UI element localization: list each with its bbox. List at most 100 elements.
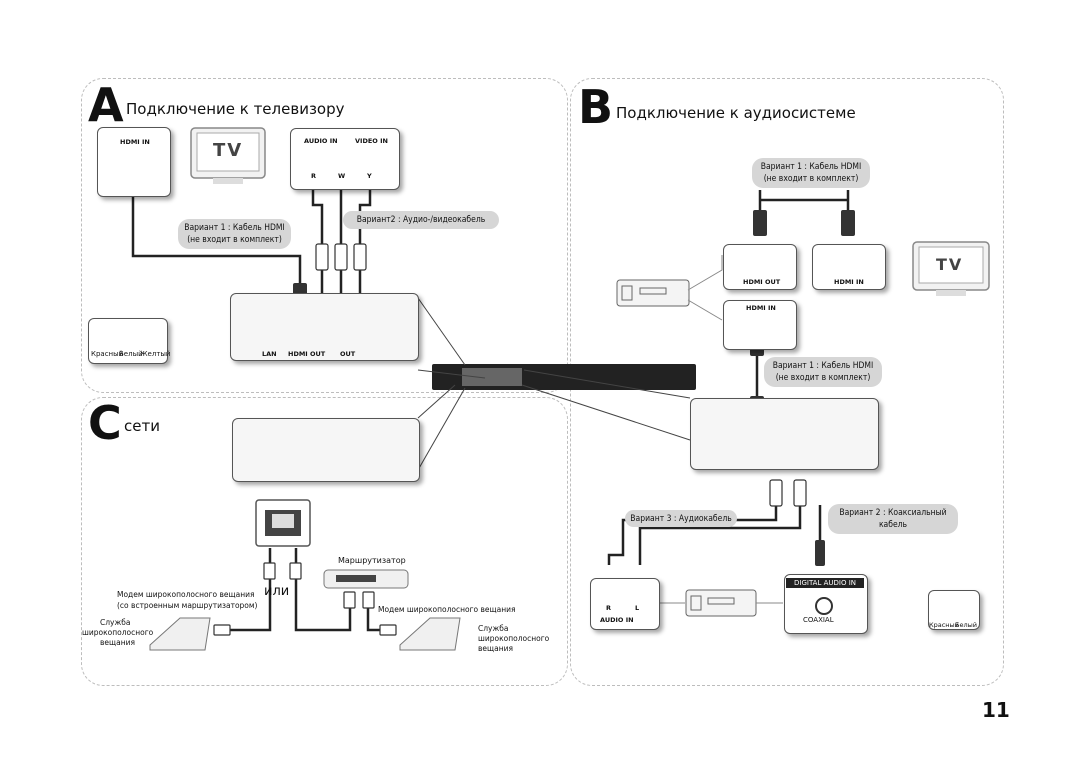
section-a-panel: [81, 78, 568, 393]
c-modem1-line2: (со встроенным маршрутизатором): [117, 601, 258, 610]
section-c-panel: [81, 397, 568, 686]
b-hdmi-plug-1: [753, 210, 767, 236]
b-callout-hdmi-in: [687, 299, 723, 321]
b-hdmi-cable-top: [758, 190, 850, 212]
b-digital-audio-in-label: DIGITAL AUDIO IN: [786, 578, 864, 588]
b-audio-in-label: AUDIO IN: [600, 616, 634, 624]
bd-player-ports: [462, 368, 522, 386]
b-variant1b-line1: Вариант 1 : Кабель HDMI: [772, 361, 874, 371]
a-hdmi-cable: [131, 185, 302, 285]
b-variant1b-line2: (не входит в комплект): [775, 373, 871, 383]
b-rca-plug-r: [769, 479, 783, 507]
b-hdmi-in-panel: [812, 244, 886, 290]
b-color-legend: [928, 590, 980, 630]
section-c-title: сети: [124, 417, 160, 435]
a-rca-plug-yellow: [353, 243, 367, 271]
a-variant1-label: Вариант 1 : Кабель HDMI (не входит в ком…: [178, 219, 291, 249]
b-variant1-line2: (не входит в комплект): [763, 174, 859, 184]
c-lan-plug-2: [289, 562, 302, 580]
section-a-letter: A: [88, 78, 124, 132]
ethernet-port-icon: [255, 499, 311, 547]
c-service2-line2: широкополосного: [478, 634, 550, 643]
tv-icon-b: [912, 241, 990, 296]
zoom-line-b1: [523, 369, 691, 399]
av-receiver-icon-2: [685, 589, 757, 617]
c-player-back-panel: [232, 418, 420, 482]
c-service1-line1: Служба: [100, 618, 131, 627]
b-coax-jack: [815, 597, 833, 615]
b-legend-red: Красный: [929, 621, 959, 629]
c-lan-plug-1: [263, 562, 276, 580]
b-callout-hdmi-out: [687, 255, 723, 291]
zoom-line-b2: [521, 384, 691, 441]
b-port-l: L: [635, 604, 640, 612]
b-player-back-panel: [690, 398, 879, 470]
b-hdmi-plug-2: [841, 210, 855, 236]
section-b-title: Подключение к аудиосистеме: [616, 104, 856, 122]
av-receiver-icon-1: [616, 279, 690, 307]
a-out-label: OUT: [340, 350, 356, 358]
c-lan-plug-5: [213, 624, 231, 636]
c-service2-line3: вещания: [478, 644, 513, 653]
c-lan-cable-right: [294, 548, 352, 632]
b-variant2-line1: Вариант 2 : Коаксиальный: [839, 508, 947, 518]
a-rca-plug-red: [315, 243, 329, 271]
b-variant1-line1: Вариант 1 : Кабель HDMI: [760, 162, 862, 172]
a-variant1-line1: Вариант 1 : Кабель HDMI: [184, 223, 285, 233]
router-icon: [323, 569, 409, 589]
c-lan-plug-6: [379, 624, 397, 636]
c-router-label: Маршрутизатор: [338, 556, 406, 565]
a-audio-in-label: AUDIO IN: [304, 137, 338, 145]
b-tv-label: TV: [936, 255, 964, 274]
zoom-line-a1: [417, 297, 466, 366]
a-hdmi-out-label: HDMI OUT: [288, 350, 326, 358]
a-legend-white: Белый: [119, 350, 143, 358]
b-receiver-hdmi-in-panel: [723, 300, 797, 350]
b-rca-plug-w: [793, 479, 807, 507]
section-c-letter: C: [88, 396, 122, 450]
b-legend-white: Белый: [955, 621, 977, 629]
c-modem1-line1: Модем широкополосного вещания: [117, 590, 255, 599]
c-lan-plug-3: [343, 591, 356, 609]
a-rca-plug-white: [334, 243, 348, 271]
a-video-in-label: VIDEO IN: [355, 137, 388, 145]
a-tv-av-in-panel: [290, 128, 400, 190]
a-port-r: R: [311, 172, 317, 180]
a-port-y: Y: [367, 172, 372, 180]
c-or-label: или: [264, 584, 290, 599]
b-variant2-line2: кабель: [878, 520, 908, 530]
c-service1-line3: вещания: [100, 638, 135, 647]
c-lan-plug-4: [362, 591, 375, 609]
b-port-r: R: [606, 604, 612, 612]
modem-icon-1: [149, 617, 211, 651]
tv-icon-a: [190, 127, 266, 184]
a-variant2-label: Вариант2 : Аудио-/видеокабель: [343, 211, 499, 229]
b-hdmi-out-label: HDMI OUT: [743, 278, 781, 286]
b-variant2-label: Вариант 2 : Коаксиальный кабель: [828, 504, 958, 534]
a-player-back-panel: [230, 293, 419, 361]
modem-icon-2: [399, 617, 461, 651]
b-receiver-hdmi-in-label: HDMI IN: [746, 304, 776, 312]
b-variant1b-label: Вариант 1 : Кабель HDMI (не входит в ком…: [764, 357, 882, 387]
b-variant1-label: Вариант 1 : Кабель HDMI (не входит в ком…: [752, 158, 870, 188]
b-variant3-label: Вариант 3 : Аудиокабель: [625, 510, 737, 527]
a-port-w: W: [338, 172, 346, 180]
c-modem-cable: [366, 600, 385, 632]
b-audio-cable-w: [638, 505, 802, 565]
page-number: 11: [982, 698, 1010, 722]
a-tv-hdmi-in-panel: [97, 127, 171, 197]
a-hdmi-in-label: HDMI IN: [120, 138, 150, 146]
c-modem2-label: Модем широкополосного вещания: [378, 605, 516, 614]
b-coaxial-label: COAXIAL: [803, 616, 834, 624]
b-hdmi-in-label: HDMI IN: [834, 278, 864, 286]
zoom-line-c2: [417, 387, 466, 471]
a-lan-label: LAN: [262, 350, 277, 358]
a-legend-red: Красный: [91, 350, 124, 358]
a-tv-label: TV: [213, 140, 244, 161]
zoom-line-a2: [417, 369, 486, 379]
a-variant1-line2: (не входит в комплект): [187, 235, 282, 245]
section-a-title: Подключение к телевизору: [126, 100, 345, 118]
c-service2-line1: Служба: [478, 624, 509, 633]
c-service1-line2: широкополосного: [82, 628, 154, 637]
